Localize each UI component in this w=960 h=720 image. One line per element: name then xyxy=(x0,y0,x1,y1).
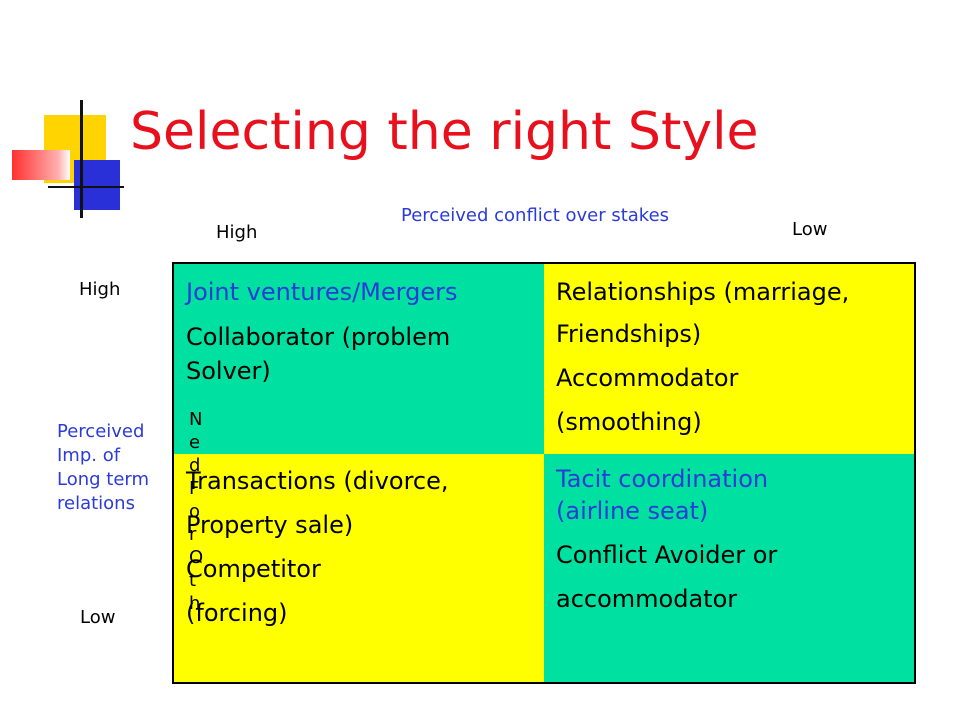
y-axis-line: relations xyxy=(57,493,135,514)
x-high-label: High xyxy=(216,222,258,243)
overlap-vertical-text: NedForOth xyxy=(189,409,204,614)
quadrant-line: Accommodator xyxy=(556,364,739,392)
quadrant-line: (airline seat) xyxy=(556,497,709,525)
y-axis-line: Long term xyxy=(57,469,150,490)
quadrant-line: Competitor xyxy=(186,555,321,583)
quadrant-bottom-left: Transactions (divorce, Property sale) Co… xyxy=(174,454,544,682)
y-high-label: High xyxy=(79,279,121,300)
quadrant-line: (forcing) xyxy=(186,599,288,627)
quadrant-line: accommodator xyxy=(556,585,738,613)
x-low-label: Low xyxy=(792,219,828,240)
quadrant-top-left: Joint ventures/Mergers Collaborator (pro… xyxy=(174,264,544,454)
y-axis-line: Imp. of xyxy=(57,445,121,466)
quadrant-line: Transactions (divorce, xyxy=(186,467,449,495)
quadrant-line: Property sale) xyxy=(186,511,354,539)
logo-decoration xyxy=(0,0,130,220)
quadrant-line: Relationships (marriage, xyxy=(556,278,850,306)
quadrant-bottom-right: Tacit coordination (airline seat) Confli… xyxy=(544,454,914,682)
quadrant-line: (smoothing) xyxy=(556,408,702,436)
y-low-label: Low xyxy=(80,607,116,628)
quadrant-line: Tacit coordination xyxy=(556,465,769,493)
quadrant-line: Collaborator (problem xyxy=(186,323,451,351)
slide-title: Selecting the right Style xyxy=(130,102,759,162)
quadrant-line: Solver) xyxy=(186,357,271,385)
style-matrix: Joint ventures/Mergers Collaborator (pro… xyxy=(172,262,916,684)
quadrant-line: Conflict Avoider or xyxy=(556,541,778,569)
quadrant-top-right: Relationships (marriage, Friendships) Ac… xyxy=(544,264,914,454)
quadrant-line: Friendships) xyxy=(556,320,702,348)
quadrant-line: Joint ventures/Mergers xyxy=(186,278,458,306)
y-axis-line: Perceived xyxy=(57,421,145,442)
y-axis-label: Perceived Imp. of Long term relations xyxy=(57,420,149,516)
x-axis-label: Perceived conflict over stakes xyxy=(401,205,670,226)
